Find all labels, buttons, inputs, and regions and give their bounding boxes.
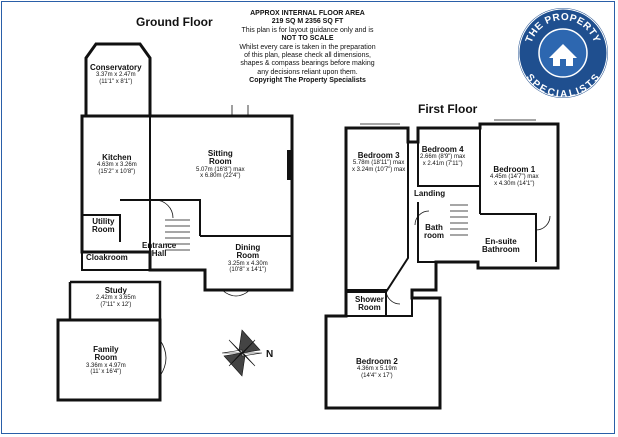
room-dining: Dining Room 3.25m x 4.30m (10'8" x 14'1"… (228, 243, 268, 274)
notice-area: 219 SQ M 2356 SQ FT (271, 18, 344, 26)
room-utility: Utility Room (92, 217, 115, 235)
ground-floor-title: Ground Floor (136, 15, 213, 29)
compass-north-label: N (266, 349, 273, 360)
room-bedroom-3: Bedroom 3 5.78m (18'11") max x 3.24m (10… (352, 151, 406, 173)
notice-line-3: of this plan, please check all dimension… (244, 51, 371, 59)
room-shower: Shower Room (355, 295, 384, 313)
room-sitting: Sitting Room 5.07m (16'8") max x 6.80m (… (196, 149, 245, 180)
room-bedroom-4: Bedroom 4 2.66m (8'9") max x 2.41m (7'11… (420, 145, 466, 167)
room-bedroom-1: Bedroom 1 4.45m (14'7") max x 4.30m (14'… (490, 165, 539, 187)
room-en-suite: En-suite Bathroom (482, 237, 520, 255)
notice-line-2: Whilst every care is taken in the prepar… (239, 43, 376, 51)
room-family: Family Room 3.36m x 4.97m (11' x 16'4") (86, 345, 126, 376)
room-bedroom-2: Bedroom 2 4.36m x 5.19m (14'4" x 17') (356, 357, 398, 379)
notice-not-to-scale: NOT TO SCALE (281, 35, 334, 43)
room-kitchen: Kitchen 4.63m x 3.26m (15'2" x 10'8") (97, 153, 137, 175)
notice-line-1: This plan is for layout guidance only an… (241, 26, 374, 34)
house-icon (549, 44, 577, 66)
first-floor-title: First Floor (418, 102, 478, 116)
room-study: Study 2.42m x 3.65m (7'11" x 12') (96, 286, 136, 308)
room-bathroom: Bath room (424, 223, 444, 241)
room-cloakroom: Cloakroom (86, 253, 128, 262)
room-landing: Landing (414, 189, 446, 198)
family-room-walls (56, 318, 162, 402)
floor-area-notice: APPROX INTERNAL FLOOR AREA 219 SQ M 2356… (210, 10, 405, 86)
compass-icon: N (222, 329, 273, 377)
notice-copyright: Copyright The Property Specialists (249, 77, 366, 85)
notice-line-5: any decisions reliant upon them. (257, 68, 358, 76)
notice-line-4: shapes & compass bearings before making (240, 60, 375, 68)
room-entrance-hall: Entrance Hall (142, 241, 177, 259)
notice-heading: APPROX INTERNAL FLOOR AREA (250, 10, 365, 17)
property-specialists-logo: THE PROPERTY SPECIALISTS (518, 8, 608, 100)
room-conservatory: Conservatory 3.37m x 2.47m (11'1" x 8'1"… (90, 63, 142, 85)
